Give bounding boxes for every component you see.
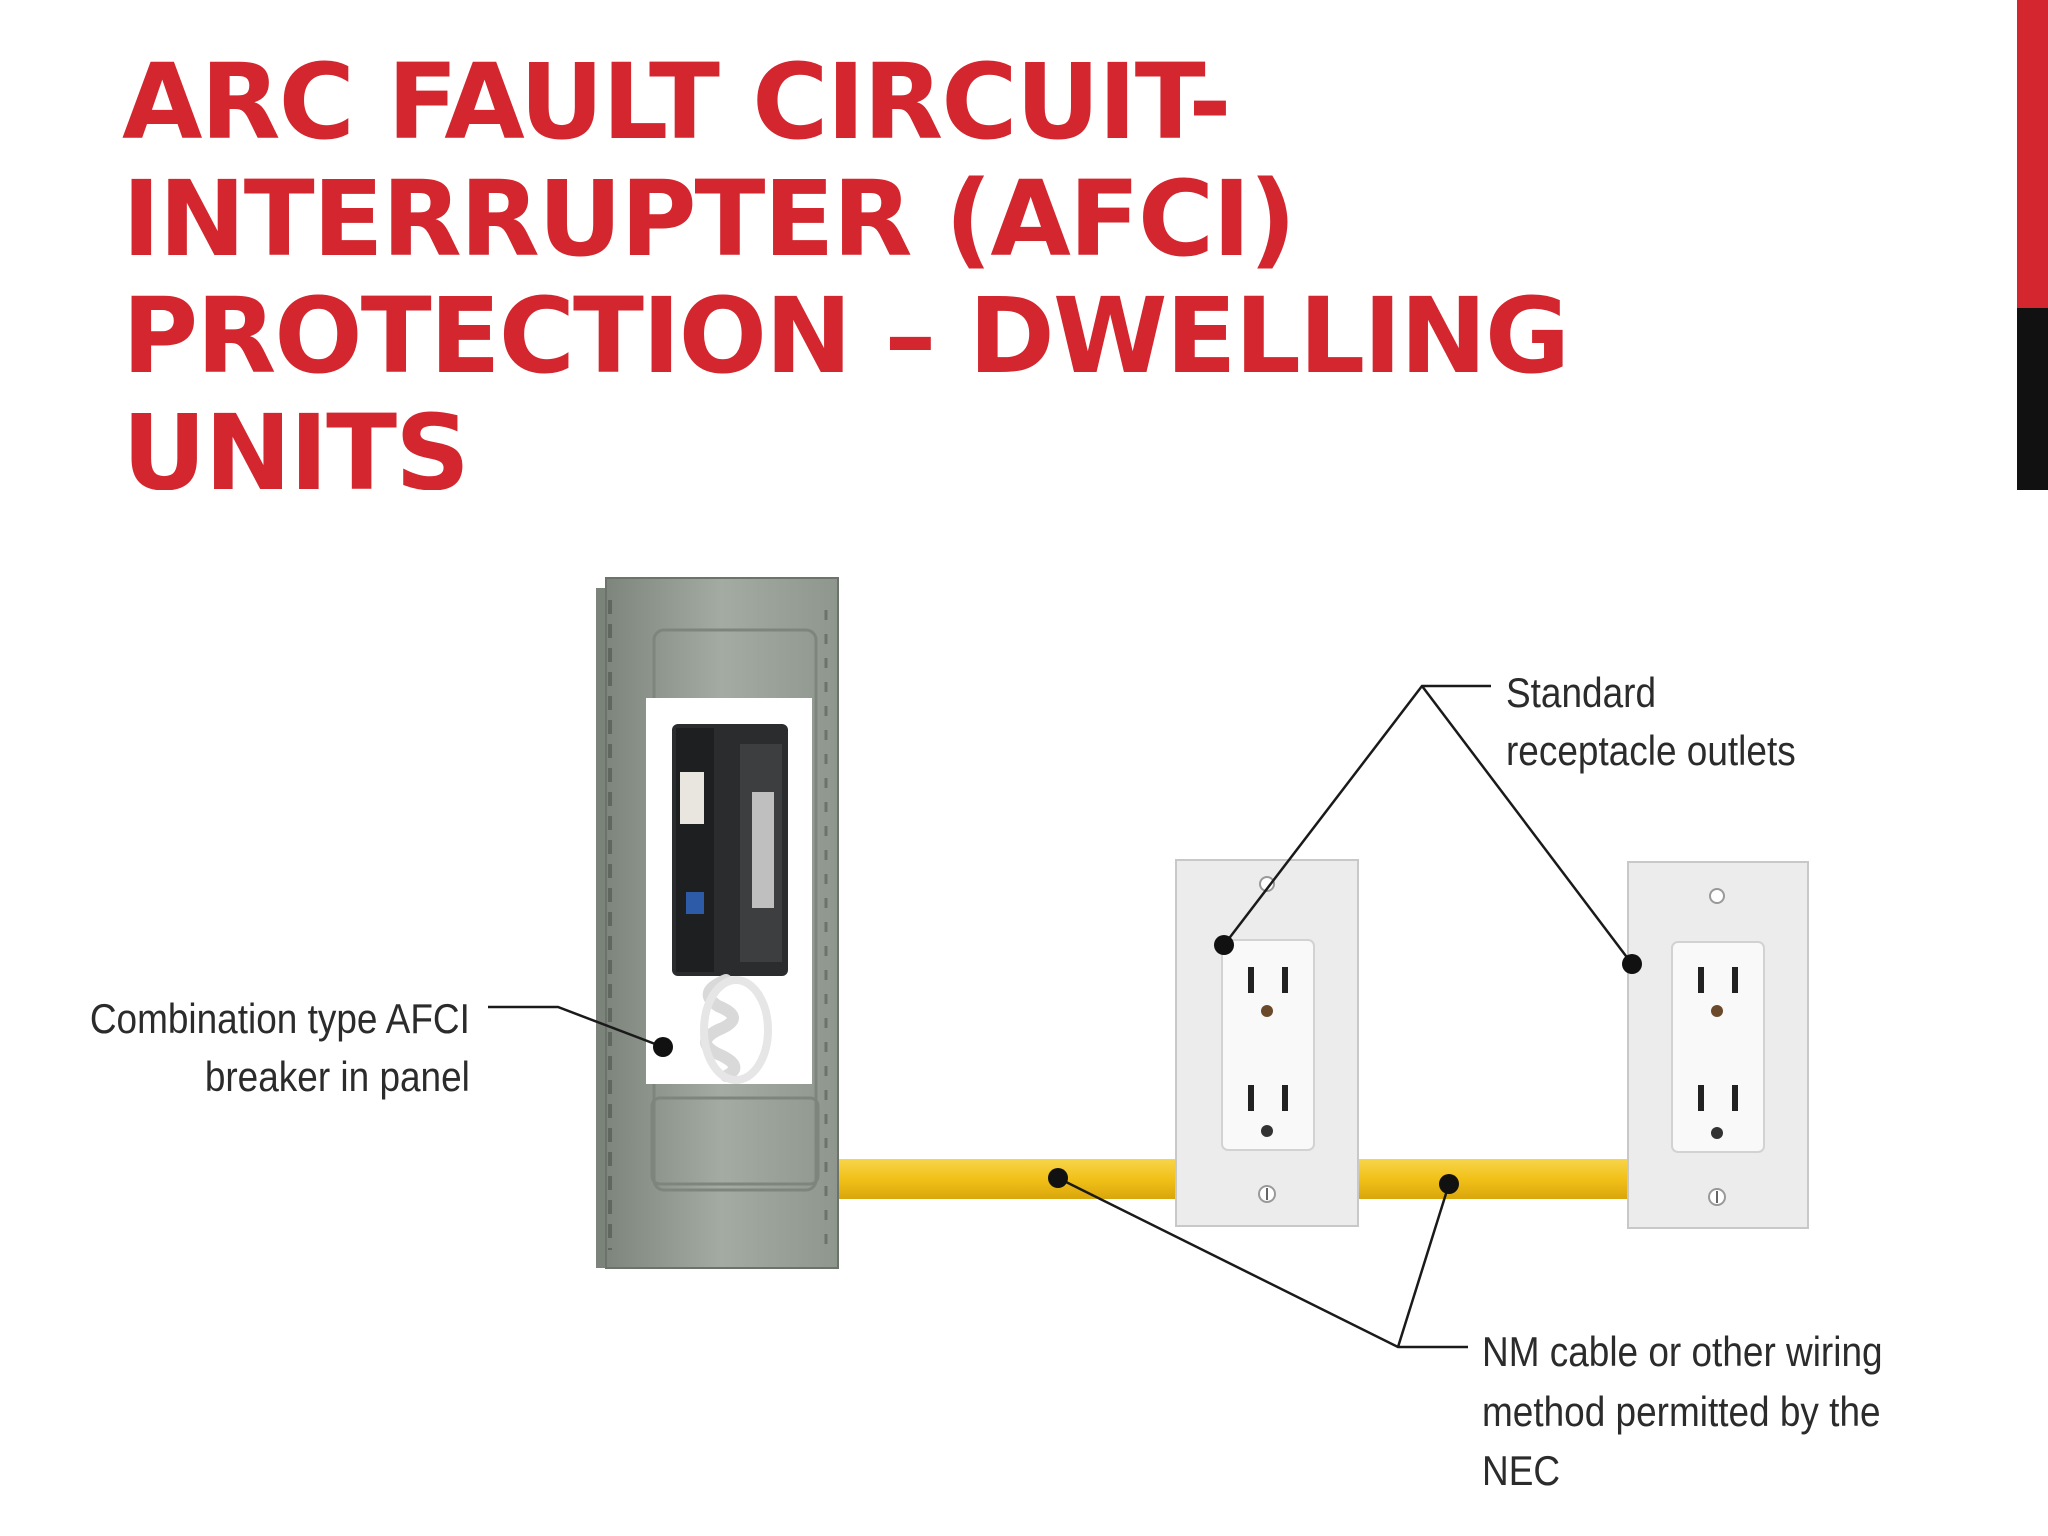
receptacle-label-line-2: receptacle outlets [1506, 722, 1796, 780]
afci-breaker-photo [646, 698, 812, 1084]
afci-label-line-2: breaker in panel [90, 1048, 470, 1106]
cable-label-line-3: NEC [1482, 1441, 1883, 1501]
cable-label-line-1: NM cable or other wiring [1482, 1322, 1883, 1382]
receptacle-outlet-1 [1176, 860, 1358, 1226]
afci-breaker-label: Combination type AFCI breaker in panel [90, 990, 470, 1106]
afci-label-line-1: Combination type AFCI [90, 990, 470, 1048]
receptacle-label: Standard receptacle outlets [1506, 664, 1796, 780]
cable-label-line-2: method permitted by the [1482, 1382, 1883, 1442]
receptacle-label-line-1: Standard [1506, 664, 1796, 722]
cable-label: NM cable or other wiring method permitte… [1482, 1322, 1883, 1501]
receptacle-outlet-2 [1628, 862, 1808, 1228]
